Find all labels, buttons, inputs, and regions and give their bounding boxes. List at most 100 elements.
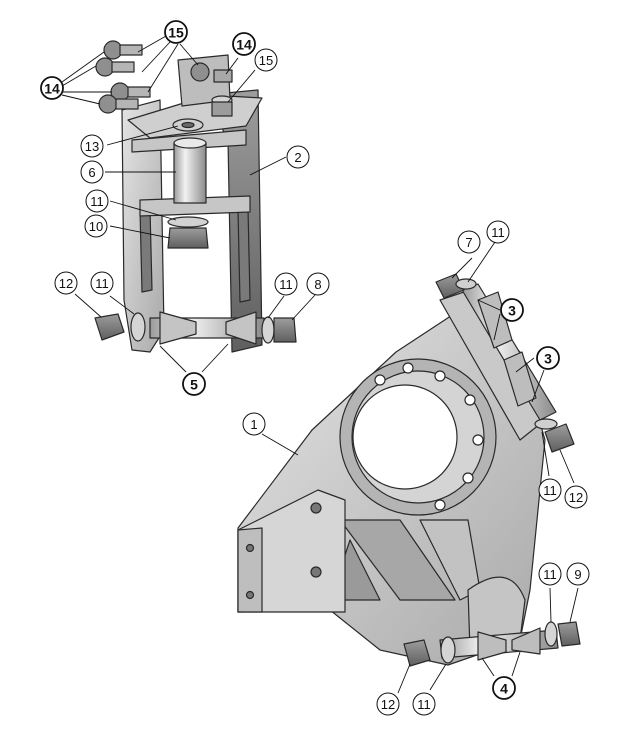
callout-circle	[54, 271, 78, 295]
callout-circle	[242, 412, 266, 436]
callout-8: 8	[306, 272, 330, 296]
callout-2: 2	[286, 145, 310, 169]
tapered-bushing	[503, 351, 537, 407]
callout-13: 13	[80, 134, 104, 158]
hex-nut	[213, 69, 233, 83]
callout-circle	[85, 189, 109, 213]
bolt-head	[190, 62, 210, 82]
callout-14: 14	[232, 32, 256, 56]
bracket-rib	[339, 519, 456, 601]
callout-circle	[80, 134, 104, 158]
callout-label: 12	[569, 490, 583, 505]
hex-nut	[211, 101, 233, 117]
callout-label: 11	[491, 225, 505, 240]
tapered-bushing	[511, 627, 541, 655]
callout-label: 11	[417, 697, 431, 712]
callout-circle	[164, 20, 188, 44]
callout-circle	[274, 272, 298, 296]
callout-circle	[566, 562, 590, 586]
hub-bolt-holes	[374, 362, 484, 511]
washer	[534, 418, 558, 430]
callout-label: 14	[44, 81, 60, 97]
callout-circle	[500, 298, 524, 322]
washer	[167, 216, 209, 228]
callout-circle	[486, 220, 510, 244]
callout-circle	[182, 372, 206, 396]
spacer-cylinder	[173, 142, 207, 204]
callout-5: 5	[182, 372, 206, 396]
callout-4: 4	[492, 676, 516, 700]
callout-circle	[84, 214, 108, 238]
callout-label: 1	[250, 417, 257, 432]
hex-nut	[403, 639, 431, 667]
callout-circle	[90, 271, 114, 295]
bolt-heads-group	[95, 40, 151, 114]
hex-nut	[544, 423, 575, 453]
callout-label: 14	[236, 37, 252, 53]
callout-7: 7	[457, 230, 481, 254]
callout-circle	[538, 562, 562, 586]
hex-nut	[435, 273, 465, 299]
callout-9: 9	[566, 562, 590, 586]
callout-11: 11	[538, 478, 562, 502]
callout-label: 12	[381, 697, 395, 712]
callout-circle	[536, 346, 560, 370]
lower-main-bracket	[237, 273, 581, 667]
callout-11: 11	[412, 692, 436, 716]
callout-circle	[80, 160, 104, 184]
washer	[544, 621, 558, 647]
callout-label: 8	[314, 277, 321, 292]
callout-14: 14	[40, 76, 64, 100]
callout-15: 15	[254, 48, 278, 72]
callout-11: 11	[274, 272, 298, 296]
callout-label: 11	[95, 276, 109, 291]
callout-circle	[40, 76, 64, 100]
callout-circle	[376, 692, 400, 716]
callout-11: 11	[85, 189, 109, 213]
callout-12: 12	[564, 485, 588, 509]
lower-cross-bracket	[139, 195, 251, 217]
callout-10: 10	[84, 214, 108, 238]
callout-11: 11	[538, 562, 562, 586]
callout-label: 3	[544, 351, 552, 367]
plate-slot	[237, 207, 251, 303]
callout-6: 6	[80, 160, 104, 184]
plate-slot	[139, 207, 153, 293]
callout-label: 3	[508, 303, 516, 319]
callout-label: 11	[543, 483, 557, 498]
callout-label: 7	[465, 235, 472, 250]
washer	[440, 636, 456, 664]
callout-3: 3	[536, 346, 560, 370]
tapered-bushing	[477, 291, 513, 349]
washer	[261, 316, 275, 344]
callout-circle	[564, 485, 588, 509]
callout-label: 6	[88, 165, 95, 180]
washer	[455, 278, 477, 290]
callout-label: 12	[59, 276, 73, 291]
callout-12: 12	[54, 271, 78, 295]
callout-label: 11	[543, 567, 557, 582]
callout-circle	[538, 478, 562, 502]
spacer-cylinder-top	[173, 137, 207, 149]
callout-label: 2	[294, 150, 301, 165]
callout-circle	[492, 676, 516, 700]
callout-circle	[457, 230, 481, 254]
mounting-face-edge	[237, 527, 263, 613]
callout-label: 13	[85, 139, 99, 154]
callout-label: 11	[279, 277, 293, 292]
callout-circle	[232, 32, 256, 56]
tapered-bushing	[159, 311, 197, 345]
hub-bore	[352, 384, 458, 490]
callout-circle	[286, 145, 310, 169]
leader-lines	[61, 35, 579, 694]
callout-circle	[254, 48, 278, 72]
callout-label: 5	[190, 377, 198, 393]
lower-clevis	[467, 576, 526, 651]
tapered-bushing	[225, 311, 257, 345]
washer	[130, 312, 146, 342]
callout-15: 15	[164, 20, 188, 44]
callout-3: 3	[500, 298, 524, 322]
